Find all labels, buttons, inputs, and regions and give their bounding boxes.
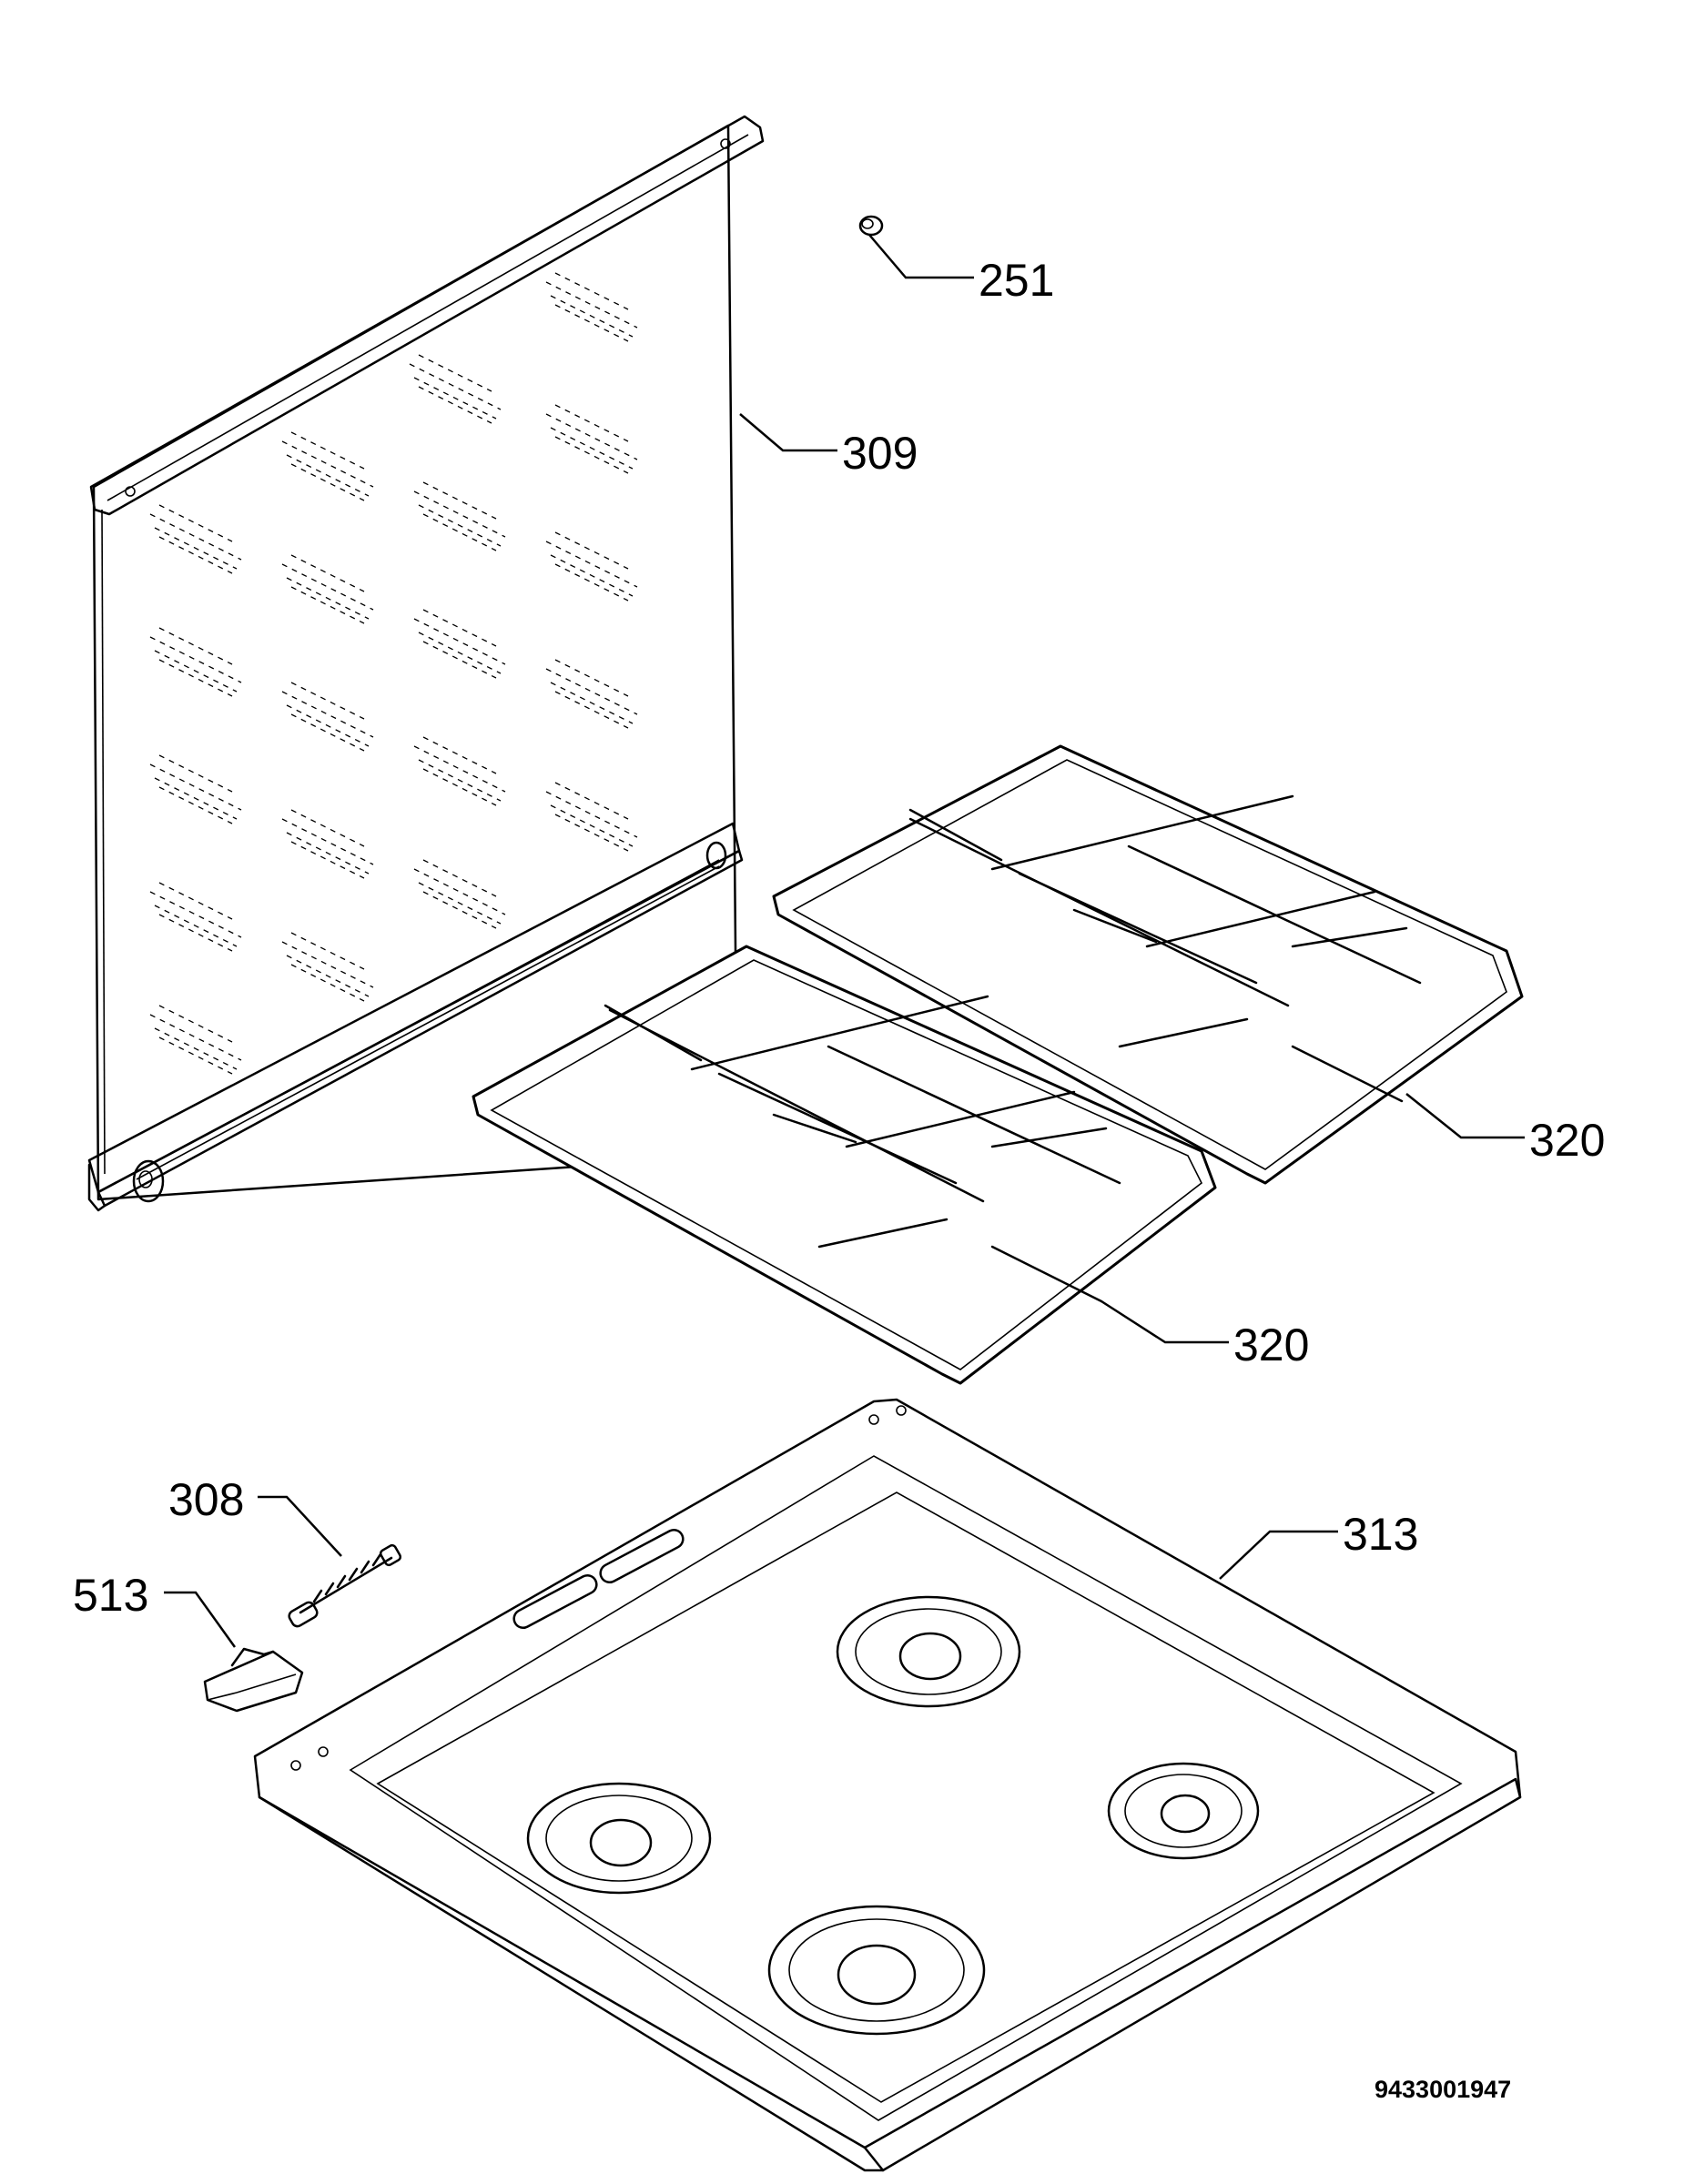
drawing-code: 9433001947 bbox=[1375, 2076, 1511, 2103]
part-513-clip bbox=[203, 1647, 304, 1713]
part-320-grate-front bbox=[472, 945, 1217, 1385]
part-313-hob-top bbox=[253, 1398, 1522, 2172]
callout-309: 309 bbox=[842, 428, 918, 479]
part-308-spring-pin bbox=[288, 1543, 402, 1628]
callout-320-front: 320 bbox=[1233, 1320, 1309, 1370]
callout-320-back: 320 bbox=[1529, 1115, 1605, 1166]
leader-lines bbox=[164, 234, 1525, 1648]
part-309-glass-lid bbox=[87, 115, 765, 1212]
burner-well-rear bbox=[836, 1595, 1021, 1708]
callout-251: 251 bbox=[979, 255, 1054, 306]
callout-308: 308 bbox=[168, 1474, 244, 1525]
part-251-plug bbox=[858, 215, 884, 237]
burner-well-left bbox=[526, 1782, 712, 1895]
burner-well-front bbox=[767, 1905, 986, 2036]
callout-513: 513 bbox=[73, 1570, 148, 1621]
burner-well-right bbox=[1107, 1762, 1260, 1860]
part-320-grate-back bbox=[772, 744, 1524, 1185]
callout-313: 313 bbox=[1343, 1509, 1418, 1560]
